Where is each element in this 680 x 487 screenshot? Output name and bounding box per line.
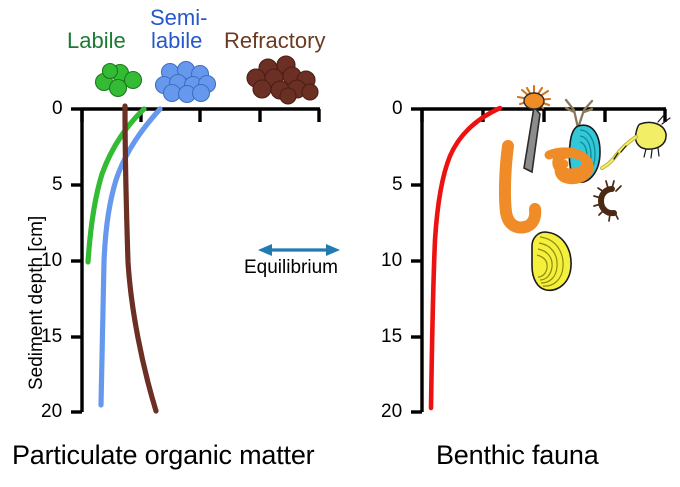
curve-benthic-fauna [428, 105, 503, 411]
left-ytick-5: 5 [52, 174, 63, 195]
legend-label-semi-labile-line1: Semi- [150, 5, 208, 30]
left-ytick-10: 10 [41, 250, 63, 271]
organism-clam-icon [531, 231, 572, 292]
curve-labile [85, 106, 147, 265]
right-panel-axes [411, 107, 667, 414]
organism-squiggle-worm-icon [544, 147, 594, 185]
organism-amphipod-shrimp-icon [600, 114, 671, 170]
legend-label-semi-labile-line2: labile [151, 28, 203, 53]
curve-refractory [122, 103, 159, 414]
organism-bristle-worm-icon [593, 180, 622, 222]
right-ytick-15: 15 [381, 326, 403, 347]
right-panel-caption: Benthic fauna [436, 440, 599, 470]
right-ytick-0: 0 [392, 98, 403, 119]
left-ytick-15: 15 [41, 326, 63, 347]
left-ytick-20: 20 [41, 401, 63, 422]
legend-label-refractory: Refractory [224, 28, 326, 53]
equilibrium-arrow-icon [258, 244, 340, 256]
left-panel-caption: Particulate organic matter [12, 440, 315, 470]
legend-dots-labile [94, 62, 143, 98]
right-ytick-20: 20 [381, 401, 403, 422]
left-panel-axes [71, 107, 321, 414]
right-ytick-5: 5 [392, 174, 403, 195]
organism-anemone-on-tube-icon [516, 84, 552, 174]
curve-semi-labile [98, 106, 163, 408]
legend-dots-semi-labile [154, 60, 217, 104]
equilibrium-label: Equilibrium [244, 257, 338, 278]
legend-label-labile: Labile [67, 28, 126, 53]
right-ytick-10: 10 [381, 250, 403, 271]
left-ytick-0: 0 [52, 98, 63, 119]
left-yaxis-label: Sediment depth [cm] [26, 215, 47, 390]
legend-dots-refractory [246, 55, 319, 105]
organism-j-shaped-worm-icon [498, 140, 542, 234]
